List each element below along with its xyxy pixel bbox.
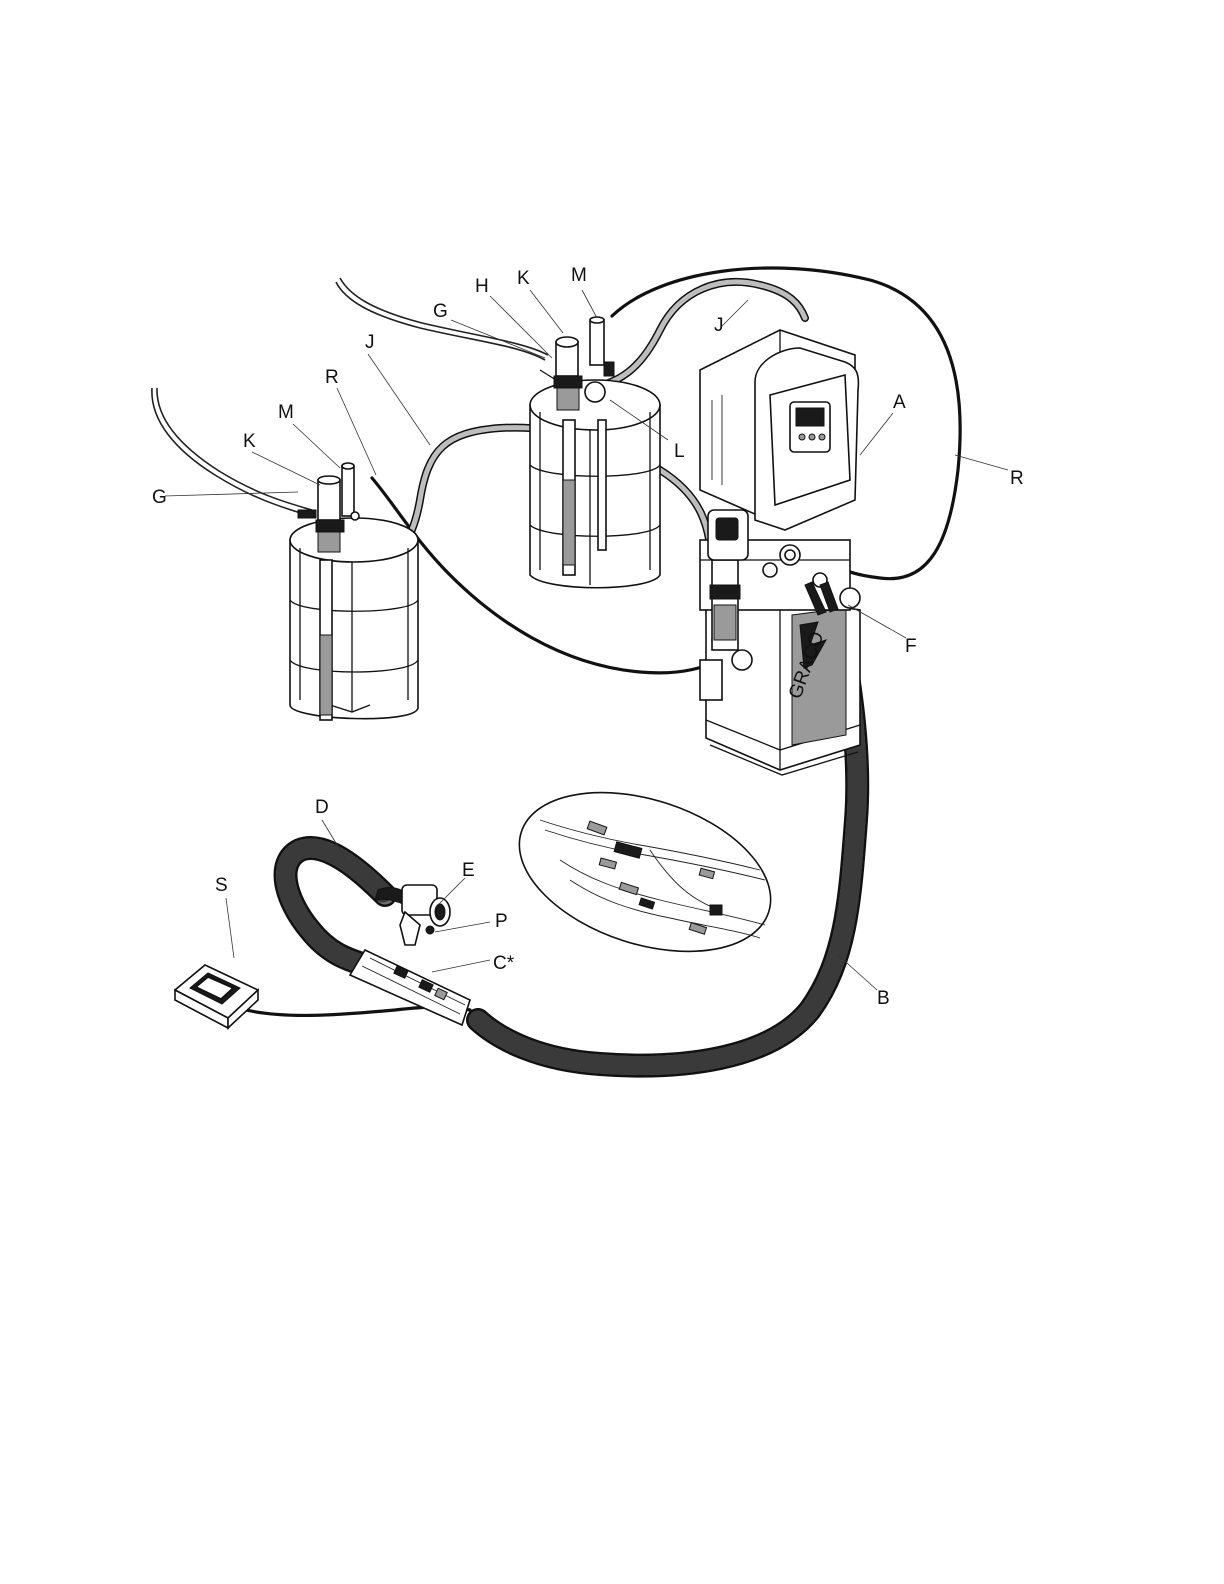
- callout-r-right: R: [1010, 468, 1024, 489]
- proportioner-a: GRACO: [700, 330, 860, 775]
- callout-d: D: [315, 797, 329, 818]
- drum-left: [290, 463, 418, 720]
- callout-g-right: G: [433, 301, 448, 322]
- callout-r-left: R: [325, 367, 339, 388]
- callout-c: C*: [493, 953, 515, 974]
- callout-m-left: M: [278, 402, 294, 423]
- callout-g-left: G: [152, 487, 167, 508]
- remote-display-s: [175, 965, 258, 1028]
- callout-b: B: [877, 988, 890, 1009]
- callout-f: F: [905, 636, 917, 657]
- callout-m-right: M: [571, 265, 587, 286]
- callout-j-right: J: [714, 315, 724, 336]
- callout-l: L: [674, 441, 685, 462]
- callout-j-left: J: [365, 332, 375, 353]
- callout-e: E: [462, 860, 475, 881]
- callout-k-right: K: [517, 268, 530, 289]
- callout-p: P: [495, 911, 508, 932]
- spray-gun-e: [375, 885, 450, 945]
- detail-view-hose-connections: [499, 763, 791, 980]
- callout-k-left: K: [243, 431, 256, 452]
- callout-s: S: [215, 875, 228, 896]
- callout-h: H: [475, 276, 489, 297]
- callout-a: A: [893, 392, 906, 413]
